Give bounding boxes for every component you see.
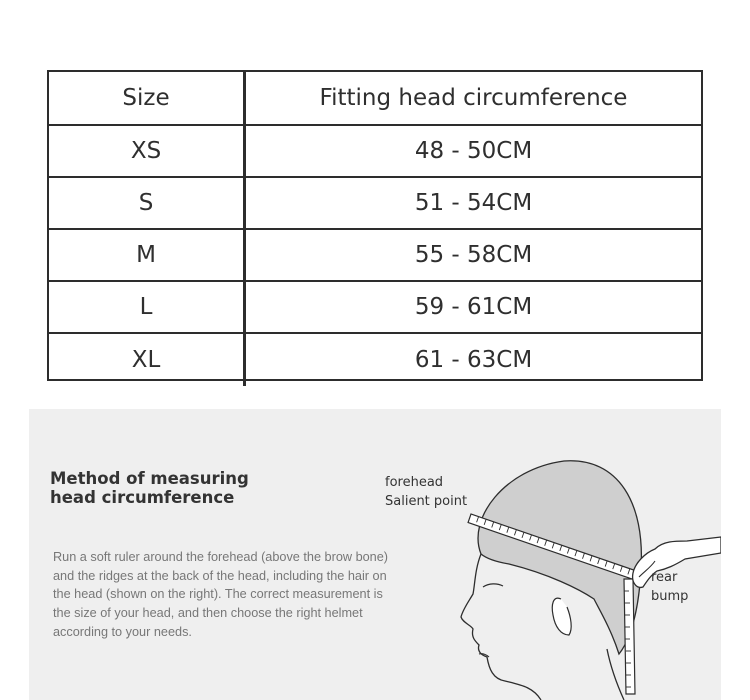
size-cell: S — [49, 178, 246, 228]
size-cell: L — [49, 282, 246, 332]
header-circumference: Fitting head circumference — [319, 85, 628, 111]
table-row: M 55 - 58CM — [49, 230, 701, 282]
tape-hanging-end — [623, 578, 636, 695]
label-salient-point: Salient point — [385, 494, 468, 509]
ear-shape — [551, 597, 572, 636]
size-cell: M — [49, 230, 246, 280]
description-line: the head (shown on the right). The corre… — [53, 587, 383, 602]
range-cell: 59 - 61CM — [414, 294, 533, 320]
guide-title: Method of measuring head circumference — [50, 469, 249, 507]
description-line: according to your needs. — [53, 624, 192, 639]
guide-description: Run a soft ruler around the forehead (ab… — [53, 548, 433, 642]
range-cell: 55 - 58CM — [414, 242, 533, 268]
measuring-tape — [467, 513, 642, 582]
head-measuring-illustration — [460, 460, 721, 700]
label-forehead: forehead — [385, 475, 444, 490]
label-bump: bump — [651, 589, 689, 604]
guide-title-line-2: head circumference — [50, 488, 235, 507]
hand-shape — [631, 536, 721, 589]
size-cell: XS — [49, 126, 246, 176]
table-row: S 51 - 54CM — [49, 178, 701, 230]
neck-line — [606, 648, 625, 700]
table-row: XL 61 - 63CM — [49, 334, 701, 386]
description-line: Run a soft ruler around the forehead (ab… — [53, 550, 389, 564]
measuring-guide-panel: Method of measuring head circumference R… — [29, 409, 721, 700]
size-cell: XL — [49, 334, 246, 386]
description-line: the size of your head, and then choose t… — [53, 606, 363, 621]
guide-title-line-1: Method of measuring — [50, 469, 249, 488]
eye-line — [482, 583, 504, 588]
range-cell: 51 - 54CM — [414, 190, 533, 216]
table-row: XS 48 - 50CM — [49, 126, 701, 178]
range-cell: 61 - 63CM — [414, 347, 533, 373]
mouth-line — [478, 653, 490, 658]
face-profile — [460, 553, 542, 700]
header-size: Size — [49, 72, 246, 124]
label-rear: rear — [651, 570, 678, 585]
size-chart-table: Size Fitting head circumference XS 48 - … — [47, 70, 703, 386]
table-row: L 59 - 61CM — [49, 282, 701, 334]
description-line: and the ridges at the back of the head, … — [53, 568, 387, 583]
range-cell: 48 - 50CM — [414, 138, 533, 164]
finger-line — [638, 560, 656, 578]
table-header-row: Size Fitting head circumference — [49, 72, 701, 126]
